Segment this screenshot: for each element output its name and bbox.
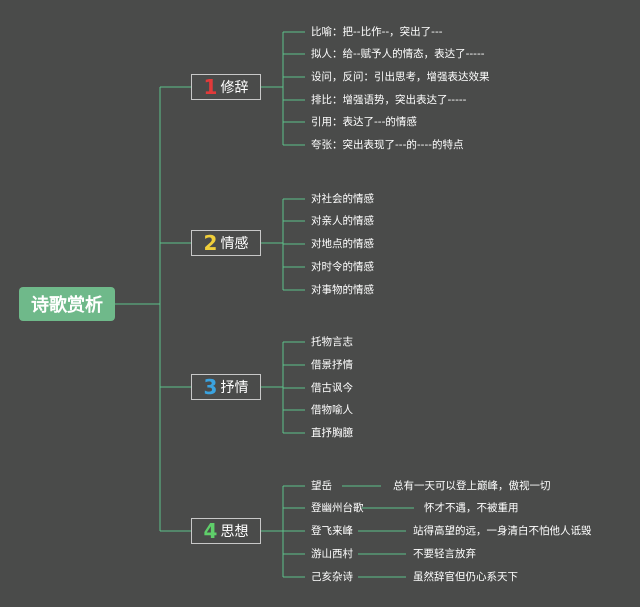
branch-number: 1 (203, 75, 218, 99)
leaf-item: 对时令的情感 (311, 261, 374, 273)
branch-lyric: 3 抒情 (191, 374, 261, 400)
poem-title: 望岳 (311, 480, 332, 492)
poem-title: 己亥杂诗 (311, 571, 353, 583)
poem-summary: 总有一天可以登上巅峰，傲视一切 (393, 480, 551, 492)
branch-label: 抒情 (220, 380, 249, 396)
branch-number: 4 (203, 519, 218, 543)
leaf-item: 直抒胸臆 (311, 427, 353, 439)
leaf-item: 引用：表达了---的情感 (311, 116, 417, 128)
leaf-item: 夸张：突出表现了---的----的特点 (311, 139, 464, 151)
poem-summary: 虽然辞官但仍心系天下 (413, 571, 518, 583)
branch-label: 情感 (220, 236, 249, 252)
leaf-item: 设问，反问：引出思考，增强表达效果 (311, 71, 490, 83)
leaf-item: 对亲人的情感 (311, 215, 374, 227)
branch-number: 2 (203, 231, 218, 255)
leaf-item: 借物喻人 (311, 404, 353, 416)
leaf-item: 排比：增强语势，突出表达了----- (311, 94, 467, 106)
branch-number: 3 (203, 375, 218, 399)
branch-label: 修辞 (220, 80, 249, 96)
leaf-item: 托物言志 (311, 336, 353, 348)
poem-summary: 站得高望的远，一身清白不怕他人诋毁 (413, 525, 592, 537)
branch-label: 思想 (220, 524, 249, 540)
leaf-item: 对事物的情感 (311, 284, 374, 296)
poem-summary: 不要轻言放弃 (413, 548, 476, 560)
poem-title: 登飞来峰 (311, 525, 353, 537)
branch-rhetoric: 1 修辞 (191, 74, 261, 100)
leaf-item: 对社会的情感 (311, 193, 374, 205)
branch-thought: 4 思想 (191, 518, 261, 544)
leaf-item: 借景抒情 (311, 359, 353, 371)
poem-title: 游山西村 (311, 548, 353, 560)
branch-emotion: 2 情感 (191, 230, 261, 256)
root-label: 诗歌赏析 (31, 295, 103, 316)
leaf-item: 借古讽今 (311, 382, 353, 394)
root-node: 诗歌赏析 (19, 287, 115, 321)
leaf-item: 拟人：给--赋予人的情态，表达了----- (311, 48, 485, 60)
leaf-item: 比喻：把--比作--，突出了--- (311, 26, 443, 38)
leaf-item: 对地点的情感 (311, 238, 374, 250)
poem-title: 登幽州台歌 (311, 502, 364, 514)
poem-summary: 怀才不遇，不被重用 (424, 502, 519, 514)
